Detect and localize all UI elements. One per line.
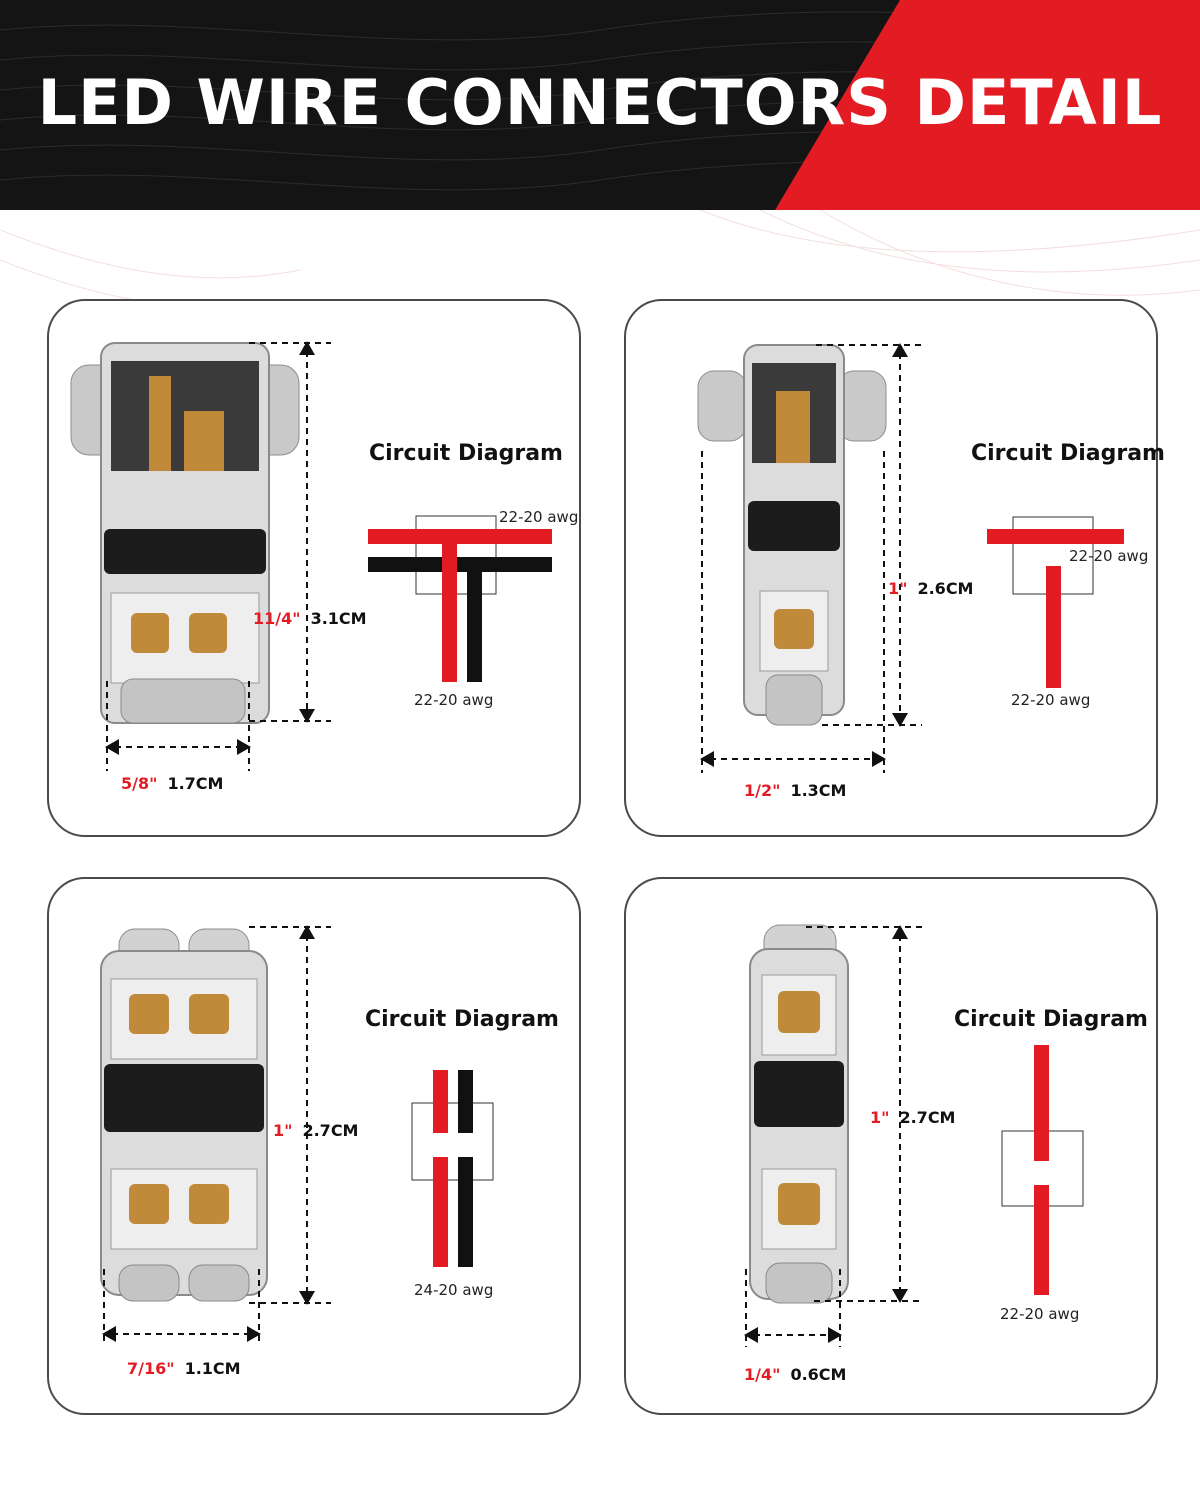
circuit-diagram-title: Circuit Diagram (971, 441, 1165, 466)
width-dimension: 7/16" 1.1CM (127, 1359, 241, 1378)
connector-illustration (70, 341, 552, 771)
awg-label-bottom: 22-20 awg (1000, 1305, 1080, 1323)
width-dimension: 1/4" 0.6CM (744, 1365, 846, 1384)
connector-panel-3: Circuit Diagram 24-20 awg 1" 2.7CM 7/16" 1… (47, 877, 581, 1415)
circuit-diagram-title: Circuit Diagram (369, 441, 563, 466)
height-metric: 2.7CM (302, 1121, 359, 1140)
red-accent-shape (775, 0, 1200, 210)
title-accent: DETAIL (914, 66, 1163, 139)
width-dimension: 5/8" 1.7CM (121, 774, 223, 793)
width-metric: 0.6CM (790, 1365, 847, 1384)
circuit-diagram (368, 515, 552, 682)
height-imperial: 1" (888, 579, 908, 598)
width-imperial: 1/2" (744, 781, 781, 800)
height-metric: 2.6CM (917, 579, 974, 598)
circuit-diagram (411, 1070, 494, 1267)
connector-illustration (100, 925, 494, 1345)
height-metric: 2.7CM (899, 1108, 956, 1127)
awg-label-bottom: 24-20 awg (414, 1281, 494, 1299)
connector-panel-2: Circuit Diagram 22-20 awg 22-20 awg 1" 2.… (624, 299, 1165, 837)
header-background (0, 0, 1200, 210)
height-imperial: 1" (273, 1121, 293, 1140)
connector-photo (70, 342, 300, 724)
height-dimension: 1" 2.7CM (273, 1121, 358, 1140)
circuit-diagram (1001, 1045, 1084, 1295)
circuit-diagram (987, 516, 1124, 688)
circuit-diagram-title: Circuit Diagram (365, 1007, 559, 1032)
awg-label-top: 22-20 awg (499, 508, 579, 526)
width-imperial: 7/16" (127, 1359, 175, 1378)
height-dimension: 1" 2.6CM (888, 579, 973, 598)
awg-label-top: 22-20 awg (1069, 547, 1149, 565)
height-imperial: 11/4" (253, 609, 301, 628)
page-title: LED WIRE CONNECTORS DETAIL (0, 66, 1200, 139)
connector-panel-4: Circuit Diagram 22-20 awg 1" 2.7CM 1/4" 0.… (624, 877, 1158, 1415)
connector-photo (100, 928, 268, 1302)
width-metric: 1.1CM (184, 1359, 241, 1378)
header-banner: LED WIRE CONNECTORS DETAIL (0, 0, 1200, 210)
connector-photo (749, 924, 849, 1304)
awg-label-bottom: 22-20 awg (414, 691, 494, 709)
connector-illustration (697, 343, 1124, 773)
height-dimension: 1" 2.7CM (870, 1108, 955, 1127)
height-dimension: 11/4" 3.1CM (253, 609, 367, 628)
width-dimension: 1/2" 1.3CM (744, 781, 846, 800)
width-metric: 1.7CM (167, 774, 224, 793)
connector-illustration (744, 924, 1084, 1347)
connector-photo (697, 344, 887, 726)
awg-label-bottom: 22-20 awg (1011, 691, 1091, 709)
circuit-diagram-title: Circuit Diagram (954, 1007, 1148, 1032)
width-imperial: 5/8" (121, 774, 158, 793)
title-main: LED WIRE CONNECTORS (37, 66, 892, 139)
connector-panel-1: Circuit Diagram 22-20 awg 22-20 awg 11/4… (47, 299, 581, 837)
width-metric: 1.3CM (790, 781, 847, 800)
height-metric: 3.1CM (310, 609, 367, 628)
height-imperial: 1" (870, 1108, 890, 1127)
width-imperial: 1/4" (744, 1365, 781, 1384)
